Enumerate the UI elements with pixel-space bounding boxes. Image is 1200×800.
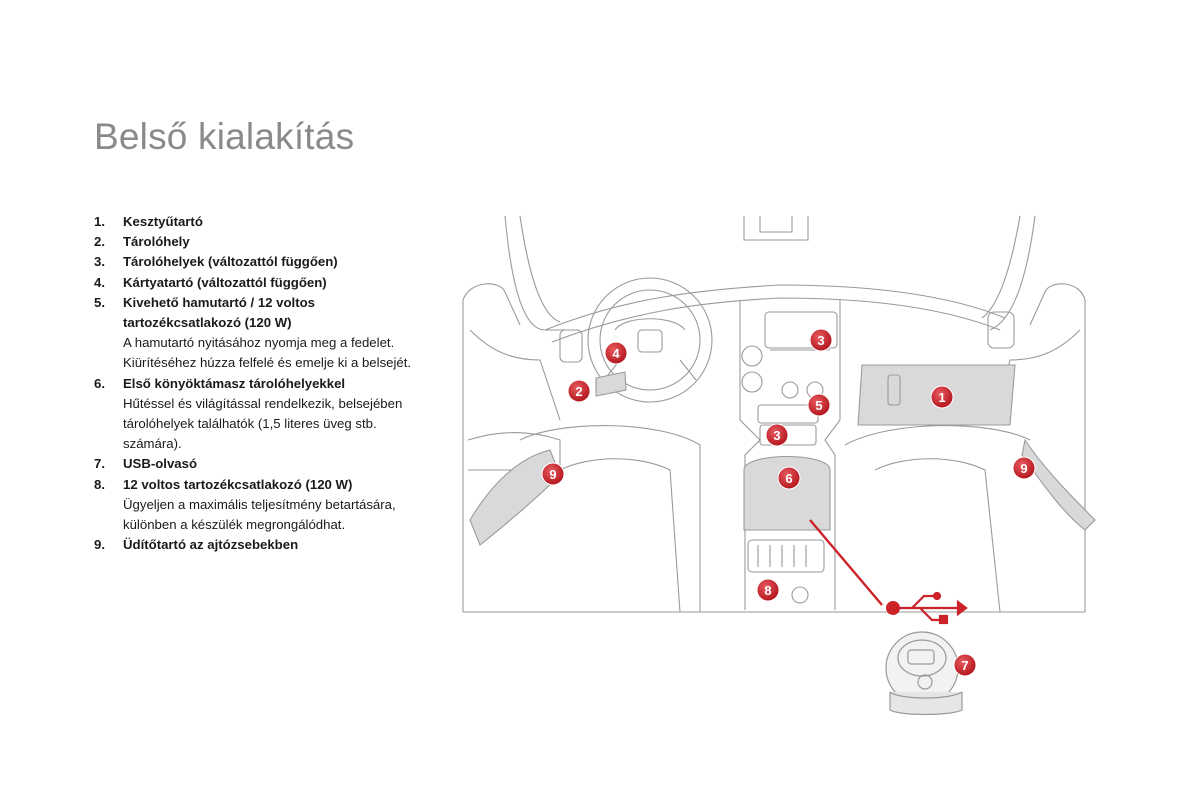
badge-number: 6 — [785, 471, 792, 486]
badge-number: 3 — [817, 333, 824, 348]
legend-item: 3. Tárolóhelyek (változattól függően) — [94, 252, 414, 272]
legend-label: Üdítőtartó az ajtózsebekben — [123, 537, 299, 553]
legend-label: Kesztyűtartó — [123, 214, 203, 229]
legend-number: 1. — [94, 214, 105, 229]
badge-3-dashboard: 3 — [809, 328, 833, 352]
legend-description: A hamutartó nyitásához nyomja meg a fede… — [123, 335, 395, 351]
badge-7: 7 — [953, 653, 977, 677]
badge-number: 9 — [549, 467, 556, 482]
legend-description: Kiürítéséhez húzza felfelé és emelje ki … — [123, 355, 412, 371]
legend-number: 8. — [94, 476, 105, 492]
legend-number: 5. — [94, 294, 105, 310]
legend-label: Tárolóhelyek (változattól függően) — [123, 254, 338, 270]
legend-number: 2. — [94, 234, 105, 250]
legend-label: Kivehető hamutartó / 12 voltos tartozékc… — [123, 294, 315, 331]
highlighted-areas — [469, 364, 1096, 546]
badge-9-left: 9 — [541, 462, 565, 486]
legend-number: 6. — [94, 375, 105, 391]
usb-pointer-dot — [886, 601, 900, 615]
badge-number: 9 — [1020, 461, 1027, 476]
legend-item: 8. 12 voltos tartozékcsatlakozó (120 W) … — [94, 475, 414, 536]
legend-number: 7. — [94, 456, 105, 472]
legend-list: 1. Kesztyűtartó 2. Tárolóhely 3. Tárolóh… — [94, 212, 414, 555]
legend-item: 6. Első könyöktámasz tárolóhelyekkel Hűt… — [94, 374, 414, 455]
legend-item: 1. Kesztyűtartó — [94, 212, 414, 232]
badge-2: 2 — [567, 379, 591, 403]
legend-number: 3. — [94, 254, 105, 270]
legend-label: 12 voltos tartozékcsatlakozó (120 W) — [123, 476, 353, 492]
legend-number: 4. — [94, 274, 105, 290]
usb-reader-illustration — [885, 631, 963, 716]
badge-number: 3 — [773, 428, 780, 443]
legend-item: 9. Üdítőtartó az ajtózsebekben — [94, 535, 414, 555]
badge-number: 1 — [938, 390, 945, 405]
badge-number: 2 — [575, 384, 582, 399]
legend-item: 5. Kivehető hamutartó / 12 voltos tartoz… — [94, 293, 414, 374]
page-title: Belső kialakítás — [94, 116, 355, 157]
usb-pointer-line — [809, 519, 883, 606]
badge-number: 4 — [612, 346, 620, 361]
right-door-pocket — [1021, 438, 1096, 531]
badge-4: 4 — [604, 341, 628, 365]
badge-3-console: 3 — [765, 423, 789, 447]
badge-6: 6 — [777, 466, 801, 490]
usb-icon — [896, 591, 968, 625]
legend-description: Ügyeljen a maximális teljesítmény betart… — [123, 496, 396, 533]
legend-label: USB-olvasó — [123, 456, 198, 472]
badge-8: 8 — [756, 578, 780, 602]
badge-number: 8 — [764, 583, 771, 598]
legend-label: Első könyöktámasz tárolóhelyekkel — [123, 375, 346, 391]
legend-item: 2. Tárolóhely — [94, 232, 414, 252]
armrest-area — [743, 455, 831, 531]
legend-item: 4. Kártyatartó (változattól függően) — [94, 273, 414, 293]
badge-5: 5 — [807, 393, 831, 417]
badge-number: 7 — [961, 658, 968, 673]
legend-description: Hűtéssel és világítással rendelkezik, be… — [123, 395, 403, 452]
legend-item: 7. USB-olvasó — [94, 454, 414, 474]
badge-1: 1 — [930, 385, 954, 409]
badge-number: 5 — [815, 398, 822, 413]
car-interior-diagram: 1 2 3 3 4 5 6 7 8 9 9 — [462, 215, 1096, 716]
badge-9-right: 9 — [1012, 456, 1036, 480]
storage-left — [595, 371, 627, 397]
legend-number: 9. — [94, 537, 105, 553]
left-door-pocket — [469, 449, 561, 546]
legend-label: Tárolóhely — [123, 234, 190, 250]
legend-label: Kártyatartó (változattól függően) — [123, 274, 327, 290]
